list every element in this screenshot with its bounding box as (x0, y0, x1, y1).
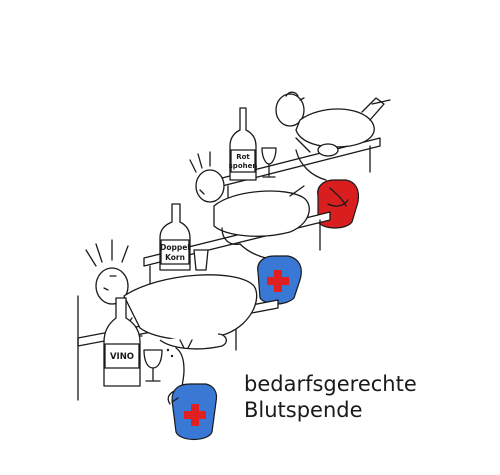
red-cross-icon (267, 270, 289, 292)
top-wine-glass (261, 147, 277, 178)
middle-patient (189, 151, 310, 246)
bottom-blood-bag (167, 339, 218, 441)
bottom-bottle-label: VINO (110, 352, 134, 362)
bottom-wine-glass (143, 349, 163, 382)
middle-blood-bag (239, 243, 302, 305)
caption-line-1: bedarfsgerechte (244, 372, 417, 396)
top-bottle-label-1: Rot (236, 153, 250, 161)
bottom-bottle: VINO (103, 297, 141, 387)
top-bottle-label-2: spohen (229, 162, 258, 170)
top-bottle: Rot spohen (229, 107, 258, 181)
middle-bottle: Doppel Korn (159, 203, 191, 271)
bottom-patient (85, 239, 258, 350)
middle-bottle-label-2: Korn (165, 253, 185, 262)
middle-bottle-label-1: Doppel (160, 243, 190, 252)
middle-glass (193, 249, 209, 271)
caption-line-2: Blutspende (244, 398, 363, 422)
red-cross-icon (184, 404, 206, 426)
top-patient (275, 91, 391, 157)
